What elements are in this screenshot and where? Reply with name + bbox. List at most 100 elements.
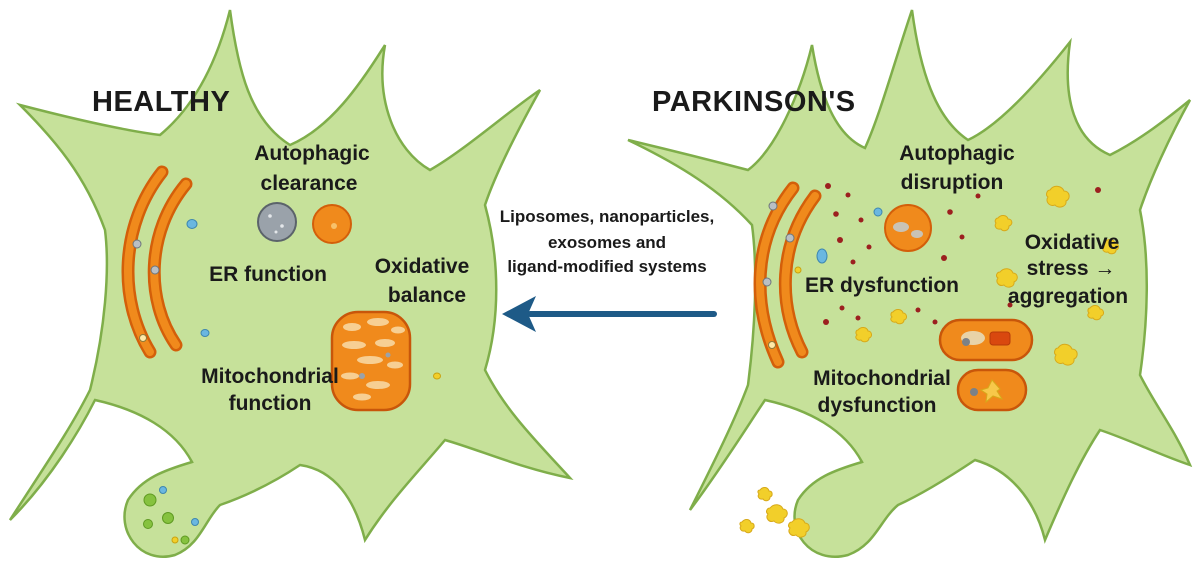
healthy-title: HEALTHY [92, 86, 230, 118]
healthy-lysosome-dot [331, 223, 337, 229]
ros-dot [850, 259, 856, 265]
healthy-mito-crista [375, 339, 395, 347]
ros-dot [1007, 302, 1013, 308]
ros-dot [833, 211, 839, 217]
healthy-terminal-vesicle [143, 519, 153, 529]
healthy-mito-granule [359, 373, 365, 379]
healthy-mito-crista [367, 318, 389, 326]
healthy-terminal-vesicle [162, 512, 174, 524]
ros-dot [825, 183, 831, 189]
parkinsons-er-ribosome [785, 233, 795, 243]
healthy-er-outer-inner [124, 168, 166, 356]
parkinsons-mito-label: dysfunction [818, 394, 937, 417]
ros-dot [845, 192, 851, 198]
healthy-terminal-vesicle [180, 535, 190, 545]
ros-dot [932, 319, 938, 325]
ros-dot [947, 209, 953, 215]
parkinsons-mito-granule [970, 388, 978, 396]
aggregate [766, 504, 788, 524]
healthy-terminal-vesicle [143, 493, 157, 507]
parkinsons-er-label: ER dysfunction [805, 274, 959, 297]
ros-dot [959, 234, 965, 240]
aggregate [788, 518, 810, 538]
healthy-autophagosome [257, 202, 297, 242]
parkinsons-ros-dots [823, 183, 1101, 325]
parkinsons-er-inner-inner [781, 192, 819, 356]
aggregate [757, 487, 773, 502]
treatment-arrow-head [502, 296, 536, 332]
healthy-terminal-vesicle [171, 536, 179, 544]
healthy-mito-crista [342, 341, 366, 349]
parkinsons-oxidative-label: Oxidative [1025, 231, 1120, 254]
ros-dot [858, 217, 864, 223]
healthy-er-ribosome [132, 239, 142, 249]
ros-dot [866, 244, 872, 250]
healthy-vesicle [186, 219, 198, 229]
healthy-autophagosome-dot [274, 230, 278, 234]
parkinsons-vesicle [873, 207, 883, 217]
aggregate [1087, 305, 1104, 321]
ros-dot [975, 193, 981, 199]
aggregate [996, 268, 1018, 288]
treatment-arrow [502, 296, 717, 332]
healthy-er-label: ER function [209, 263, 327, 286]
healthy-mito-granule [385, 352, 391, 358]
parkinsons-vesicle [794, 266, 802, 274]
healthy-autophagosome-dot [280, 224, 284, 228]
healthy-mito-crista [343, 323, 361, 331]
healthy-er-ribosome [150, 265, 160, 275]
parkinsons-er-ribosome [768, 201, 778, 211]
therapy-text-line: ligand-modified systems [507, 257, 706, 276]
healthy-oxidative-label: Oxidative [375, 255, 470, 278]
healthy-terminal-vesicle [159, 486, 167, 494]
parkinsons-mito-damage [989, 331, 1011, 346]
parkinsons-oxidative-label: stress → [1027, 257, 1116, 280]
healthy-mito-crista [387, 361, 403, 369]
ros-dot [941, 255, 947, 261]
parkinsons-mito-label: Mitochondrial [813, 367, 951, 390]
ros-dot [1095, 187, 1101, 193]
parkinsons-aggregates [739, 185, 1119, 538]
healthy-mito-crista [366, 381, 390, 389]
parkinsons-mito-aggregate [979, 379, 1004, 404]
healthy-autophagic-label: Autophagic [254, 142, 370, 165]
healthy-mito-crista [341, 372, 359, 380]
aggregate [1046, 185, 1070, 208]
ros-dot [837, 237, 843, 243]
aggregate [739, 519, 755, 534]
aggregate [1102, 239, 1119, 255]
ros-dot [855, 315, 861, 321]
healthy-mito-label: function [229, 392, 312, 415]
parkinsons-er-outer-inner [756, 184, 797, 366]
parkinsons-neuron: PARKINSON'S Autophagic disruption ER dys… [627, 9, 1193, 558]
ros-dot [839, 305, 845, 311]
parkinsons-vesicle [816, 248, 828, 264]
parkinsons-mitochondrion-upper [938, 318, 1034, 362]
parkinsons-oxidative-label: aggregation [1008, 285, 1128, 308]
parkinsons-autophagic-label: disruption [901, 171, 1004, 194]
healthy-neuron: HEALTHY Autophagic clearance ER function… [8, 9, 574, 558]
aggregate [1054, 343, 1078, 366]
aggregate [994, 215, 1013, 232]
healthy-er-ribosome [139, 334, 147, 342]
healthy-mito-label: Mitochondrial [201, 365, 339, 388]
ros-dot [915, 307, 921, 313]
healthy-autophagic-label: clearance [261, 172, 358, 195]
healthy-mito-crista [353, 393, 371, 401]
parkinsons-lysosome-content [893, 222, 909, 232]
parkinsons-title: PARKINSON'S [652, 86, 856, 118]
healthy-autophagosome-dot [268, 214, 272, 218]
healthy-mito-crista [391, 326, 405, 334]
therapy-annotation: Liposomes, nanoparticles, exosomes and l… [500, 207, 714, 276]
healthy-terminal-vesicle [191, 518, 199, 526]
healthy-oxidative-label: balance [388, 284, 466, 307]
healthy-vesicle [433, 372, 441, 380]
parkinsons-cell-body [627, 9, 1193, 558]
parkinsons-er-ribosome [768, 341, 776, 349]
parkinsons-mito-granule [962, 338, 970, 346]
ros-dot [823, 319, 829, 325]
aggregate [890, 309, 907, 325]
healthy-vesicle [200, 329, 210, 337]
parkinsons-autophagic-label: Autophagic [899, 142, 1015, 165]
